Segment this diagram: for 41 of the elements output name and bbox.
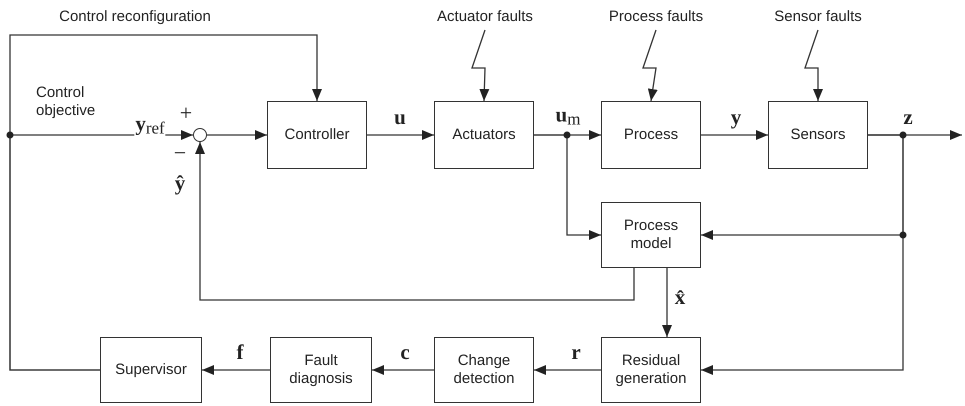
box-label: Controller <box>284 126 350 144</box>
signal-arrow <box>207 130 267 140</box>
signal-arrow <box>534 365 601 375</box>
process-box <box>601 101 701 169</box>
summing-junction <box>193 128 207 142</box>
process-box <box>434 337 534 403</box>
signal-arrow <box>367 130 434 140</box>
box-label: Supervisor <box>115 361 187 379</box>
annotation-text: Control reconfiguration <box>59 8 211 26</box>
signal-arrow <box>195 142 635 301</box>
signal-label: ŷ <box>174 172 186 194</box>
process-box <box>601 337 701 403</box>
signal-arrow <box>701 134 904 375</box>
box-label: Residual generation <box>614 352 688 388</box>
signal-arrow <box>202 365 270 375</box>
sign-label: − <box>174 144 186 162</box>
fault-label: Actuator faults <box>437 8 533 26</box>
box-label: Process <box>624 126 678 144</box>
box-label: Actuators <box>452 126 516 144</box>
sign-label: + <box>180 104 192 122</box>
signal-arrow <box>701 130 768 140</box>
box-label: Process model <box>622 217 680 253</box>
process-box <box>768 101 868 169</box>
signal-arrow <box>9 130 193 371</box>
box-label: Sensors <box>790 126 846 144</box>
annotation-text: Control objective <box>36 84 96 120</box>
process-box <box>100 337 202 403</box>
fault-arrow <box>804 30 823 101</box>
fault-arrow <box>471 30 490 102</box>
fault-arrow <box>642 30 658 102</box>
process-box <box>434 101 534 169</box>
box-label: Fault diagnosis <box>288 352 354 388</box>
process-box <box>267 101 367 169</box>
process-box <box>601 202 701 268</box>
fault-label: Sensor faults <box>774 8 862 26</box>
signal-arrow <box>372 365 434 375</box>
signal-arrow <box>534 134 601 240</box>
fault-label: Process faults <box>608 8 704 26</box>
signal-arrow <box>662 268 672 337</box>
box-label: Change detection <box>452 352 516 388</box>
process-box <box>270 337 372 403</box>
